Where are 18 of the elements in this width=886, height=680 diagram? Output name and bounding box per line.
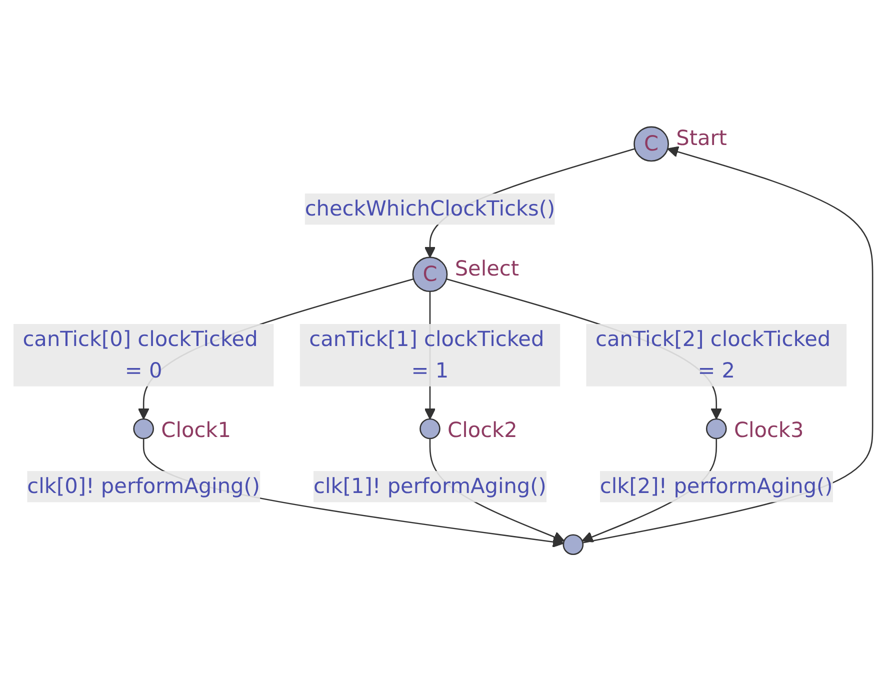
node-circle: C [412,256,448,292]
location-name: Select [454,256,520,281]
location-name: Clock1 [161,418,231,442]
node-circle [562,534,584,556]
edge-label: canTick[0] clockTicked = 0 [22,326,258,383]
edge-label: checkWhichClockTicks() [304,196,556,221]
location-name: Clock3 [734,418,804,442]
edge-label: clk[2]! performAging() [600,474,833,498]
edge-label: clk[0]! performAging() [27,474,260,498]
node-circle: C [634,126,669,162]
node-circle [706,418,727,440]
edge-label: clk[1]! performAging() [314,474,546,498]
location-name: Start [676,126,727,150]
edge-label: canTick[2] clockTicked = 2 [596,326,831,383]
edge-label: canTick[1] clockTicked = 1 [309,326,544,383]
node-circle [420,418,440,440]
node-circle [133,418,154,440]
location-name: Clock2 [448,418,518,442]
